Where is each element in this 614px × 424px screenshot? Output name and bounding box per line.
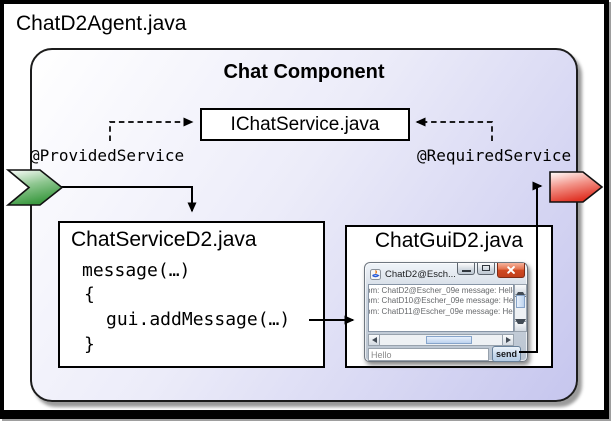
chat-message: om: ChatD2@Escher_09e message: Hello [368, 286, 514, 295]
code-line: message(…) [82, 260, 191, 281]
chat-component-title: Chat Component [223, 61, 385, 83]
close-button[interactable] [497, 263, 525, 278]
code-line: { [84, 284, 95, 305]
vertical-scrollbar[interactable] [514, 284, 527, 332]
chat-message: om: ChatD11@Escher_09e message: Hello [368, 306, 514, 316]
arrow-down-icon [515, 319, 526, 334]
horizontal-scrollbar-thumb[interactable] [426, 336, 472, 344]
code-line: } [84, 334, 95, 355]
vertical-scrollbar-thumb[interactable] [516, 295, 525, 308]
maximize-icon [482, 265, 490, 271]
close-icon [506, 265, 516, 275]
scroll-right-button[interactable] [502, 335, 513, 345]
chat-gui-title: ChatGuiD2.java [374, 229, 524, 252]
message-input[interactable] [368, 348, 489, 361]
chat-window-title: ChatD2@Esch... [385, 268, 456, 280]
arrow-left-icon [371, 337, 377, 343]
arrow-right-icon [505, 337, 511, 343]
scroll-down-button[interactable] [515, 319, 526, 334]
chat-window: ChatD2@Esch... om: ChatD2@Escher_09e mes… [364, 262, 528, 362]
chat-service-title: ChatServiceD2.java [71, 228, 257, 251]
scroll-left-button[interactable] [369, 335, 380, 345]
chat-window-titlebar[interactable]: ChatD2@Esch... [365, 263, 527, 283]
page-title: ChatD2Agent.java [16, 12, 187, 35]
minimize-icon [462, 270, 471, 272]
minimize-button[interactable] [457, 263, 475, 275]
scroll-up-button[interactable] [515, 285, 526, 297]
chat-service-box: ChatServiceD2.java message(…) { gui.addM… [58, 221, 325, 368]
java-icon [370, 268, 381, 280]
maximize-button[interactable] [477, 263, 495, 275]
code-line: gui.addMessage(…) [106, 309, 291, 330]
horizontal-scrollbar[interactable] [368, 334, 514, 346]
ichatservice-box: IChatService.java [200, 108, 410, 141]
provided-service-annotation: @ProvidedService [30, 146, 185, 165]
required-service-annotation: @RequiredService [417, 146, 572, 165]
send-button[interactable]: send [492, 346, 521, 362]
chat-message: om: ChatD10@Escher_09e message: Hello [368, 296, 514, 306]
message-list[interactable]: om: ChatD2@Escher_09e message: Hello om:… [368, 284, 514, 332]
